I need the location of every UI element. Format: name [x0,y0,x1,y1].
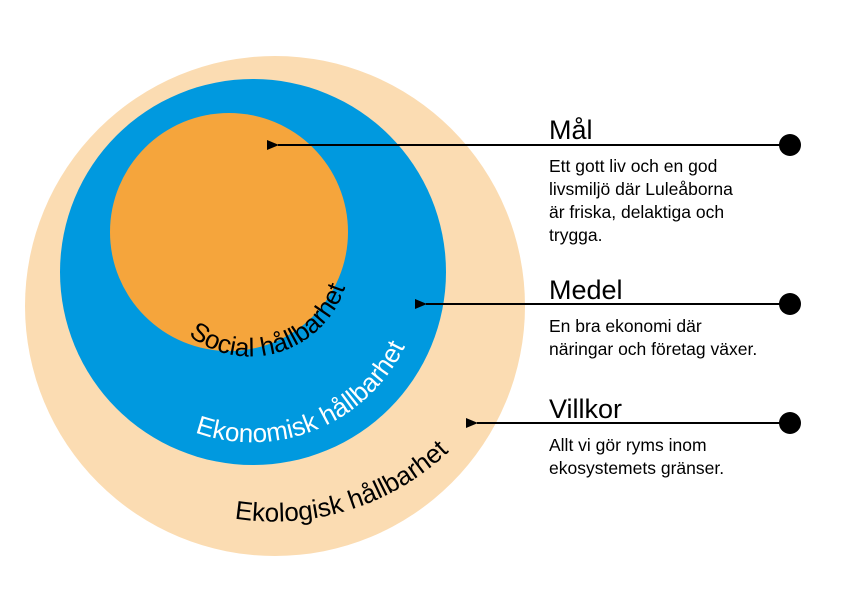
dot-medel [779,293,801,315]
desc-medel-line-2: näringar och företag växer. [549,339,757,359]
social-circle [110,113,348,351]
heading-medel: Medel [549,275,623,305]
heading-mal: Mål [549,115,593,145]
heading-villkor: Villkor [549,394,622,424]
desc-mal-line-2: livsmiljö där Luleåborna [549,179,733,199]
desc-villkor-line-1: Allt vi gör ryms inom [549,435,707,455]
item-villkor: Villkor Allt vi gör ryms inom ekosysteme… [466,394,801,478]
item-medel: Medel En bra ekonomi där näringar och fö… [415,275,801,359]
desc-mal-line-3: är friska, delaktiga och [549,202,724,222]
desc-mal-line-1: Ett gott liv och en god [549,156,717,176]
dot-villkor [779,412,801,434]
dot-mal [779,134,801,156]
desc-medel-line-1: En bra ekonomi där [549,316,702,336]
desc-villkor-line-2: ekosystemets gränser. [549,458,724,478]
desc-mal-line-4: trygga. [549,225,603,245]
item-mal: Mål Ett gott liv och en god livsmiljö dä… [267,115,801,245]
